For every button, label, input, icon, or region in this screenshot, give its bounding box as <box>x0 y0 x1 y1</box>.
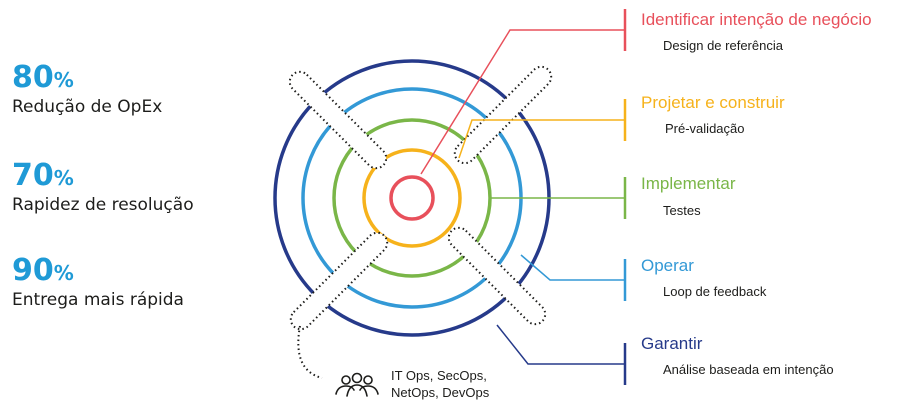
stat-resolution: 70% Rapidez de resolução <box>12 161 194 216</box>
stage-subtitle-operar: Loop de feedback <box>663 284 767 299</box>
stat-resolution-value: 70% <box>12 161 194 191</box>
crosshair-top-left <box>288 70 388 170</box>
stat-delivery-label: Entrega mais rápida <box>12 290 184 310</box>
stat-opex: 80% Redução de OpEx <box>12 63 163 118</box>
stage-subtitle-garantir: Análise baseada em intenção <box>663 362 834 377</box>
stat-unit: % <box>53 68 74 92</box>
stat-opex-label: Redução de OpEx <box>12 97 163 117</box>
stat-unit: % <box>53 166 74 190</box>
leader-projetar <box>458 119 625 159</box>
stat-delivery: 90% Entrega mais rápida <box>12 256 184 311</box>
stat-number: 90 <box>12 253 54 288</box>
stage-subtitle-identificar: Design de referência <box>663 38 783 53</box>
ring-identificar <box>389 175 435 221</box>
teams-line-1: IT Ops, SecOps, <box>391 368 487 383</box>
stat-resolution-label: Rapidez de resolução <box>12 195 194 215</box>
ring-projetar <box>362 148 462 248</box>
stat-unit: % <box>53 261 74 285</box>
teams-connector <box>297 325 323 379</box>
stage-title-garantir: Garantir <box>641 334 703 353</box>
team-icon <box>335 372 379 397</box>
stage-title-operar: Operar <box>641 256 694 275</box>
crosshair-bottom-right <box>447 226 547 326</box>
stage-title-identificar: Identificar intenção de negócio <box>641 10 872 29</box>
stat-number: 80 <box>12 60 54 95</box>
leader-identificar <box>420 29 625 175</box>
stat-delivery-value: 90% <box>12 256 184 286</box>
stat-number: 70 <box>12 158 54 193</box>
stage-title-implementar: Implementar <box>641 174 736 193</box>
teams-line-2: NetOps, DevOps <box>391 385 490 400</box>
stage-subtitle-projetar: Pré-validação <box>665 121 745 136</box>
leader-garantir <box>496 324 625 365</box>
crosshair-bottom-left <box>289 231 389 331</box>
stage-title-projetar: Projetar e construir <box>641 93 785 112</box>
stage-subtitle-implementar: Testes <box>663 203 701 218</box>
leader-operar <box>520 254 625 281</box>
stat-opex-value: 80% <box>12 63 162 93</box>
teams-label: IT Ops, SecOps, NetOps, DevOps <box>391 367 489 401</box>
